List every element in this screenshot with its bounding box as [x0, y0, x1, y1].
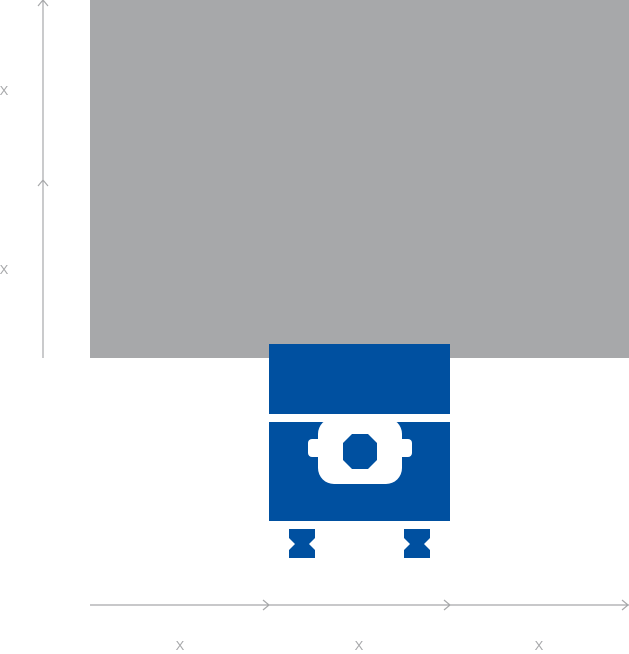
horizontal-dim-label-middle: X	[355, 638, 364, 653]
unit-foot-right	[404, 529, 430, 558]
vertical-dimension	[37, 0, 49, 358]
horizontal-dim-label-left: X	[176, 638, 185, 653]
octagon-knob	[343, 434, 377, 469]
unit-foot-left	[289, 529, 315, 558]
horizontal-dimension	[90, 599, 629, 611]
wall-area	[90, 0, 629, 358]
vertical-dim-label-upper: X	[0, 83, 9, 98]
unit-top-panel	[269, 344, 450, 414]
wall-mounted-unit-icon	[269, 344, 450, 558]
vertical-dim-label-lower: X	[0, 262, 9, 277]
horizontal-dim-label-right: X	[535, 638, 544, 653]
